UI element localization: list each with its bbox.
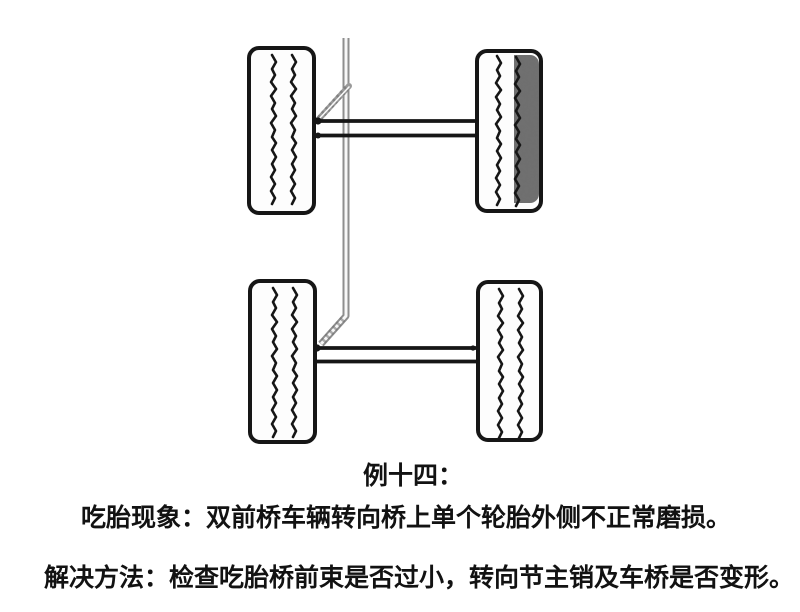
kingpin-joint-front [314, 117, 322, 125]
tire-second-right [476, 280, 543, 442]
steering-drag-link [318, 38, 350, 347]
tire-second-left [248, 279, 317, 444]
front-axle-beam [313, 117, 479, 139]
dual-front-axle-diagram [247, 38, 543, 444]
solution-text: 解决方法：检查吃胎桥前束是否过小，转向节主销及车桥是否变形。 [44, 565, 795, 592]
phenomenon-text: 吃胎现象：双前桥车辆转向桥上单个轮胎外侧不正常磨损。 [81, 505, 732, 532]
tire-front-right-worn [475, 49, 543, 213]
tire-front-left [247, 46, 316, 215]
example-title: 例十四： [363, 463, 464, 490]
second-axle-beam [312, 344, 479, 364]
drag-link-threaded-end [318, 317, 346, 346]
steering-arm-front [314, 83, 352, 124]
